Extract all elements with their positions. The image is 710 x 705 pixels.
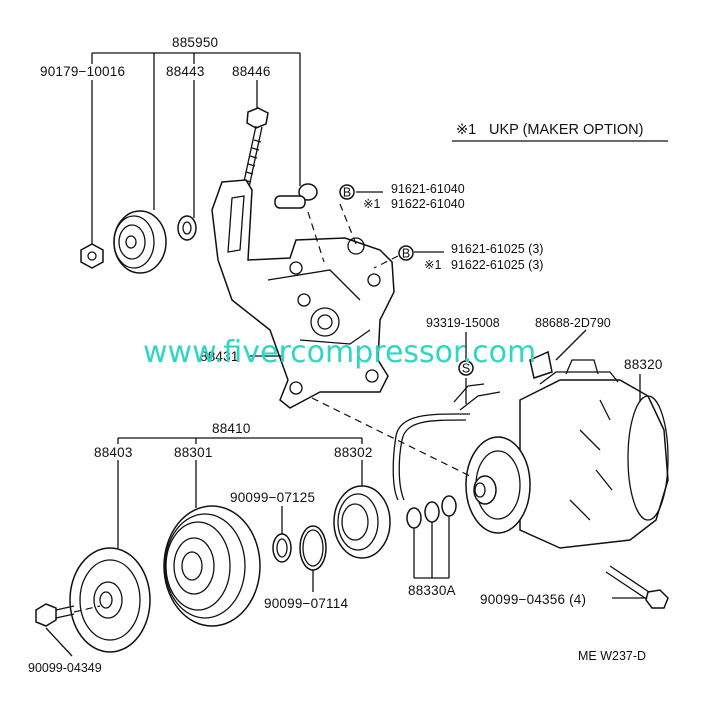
sensor-mark-s: S xyxy=(458,360,474,376)
bolt-mark-b1: B xyxy=(339,184,355,200)
svg-text:B: B xyxy=(343,186,351,200)
label-88320: 88320 xyxy=(624,357,663,372)
snap-ring-07125 xyxy=(272,533,292,563)
label-90179-10016: 90179−10016 xyxy=(40,64,125,79)
stator-88302 xyxy=(333,485,391,559)
pulley-88301 xyxy=(163,505,261,627)
maker-option-note: UKP (MAKER OPTION) xyxy=(489,122,643,138)
watermark-text: www.fivercompressor.com xyxy=(143,335,536,370)
svg-text:S: S xyxy=(462,362,470,376)
label-91621-61040: 91621-61040 xyxy=(391,182,465,196)
label-88302: 88302 xyxy=(334,445,373,460)
label-90099-04349: 90099-04349 xyxy=(28,661,102,675)
label-93319-15008: 93319-15008 xyxy=(426,316,500,330)
label-88330A: 88330A xyxy=(408,583,456,598)
bolt-mark-b2: B xyxy=(398,245,414,261)
clutch-wire xyxy=(392,383,501,501)
drawing-code: ME W237-D xyxy=(578,649,646,663)
star-marker-2: ※1 xyxy=(424,258,441,272)
label-88301: 88301 xyxy=(174,445,213,460)
bolt-04356 xyxy=(605,565,669,609)
label-88688-2D790: 88688-2D790 xyxy=(535,316,611,330)
label-88410: 88410 xyxy=(212,421,251,436)
star-marker-1: ※1 xyxy=(363,197,380,211)
clutch-plate-88403 xyxy=(69,547,151,653)
collar-88443 xyxy=(177,215,197,241)
leader-lines xyxy=(45,191,646,657)
dashed-assembly-lines xyxy=(73,203,471,613)
nut-90179 xyxy=(80,243,104,269)
label-88403: 88403 xyxy=(94,445,133,460)
label-91622-61040: 91622-61040 xyxy=(391,197,465,211)
maker-option-marker: ※1 xyxy=(456,122,476,138)
snap-ring-07114 xyxy=(299,525,327,571)
bolt-04349 xyxy=(35,603,75,627)
bracket-88431 xyxy=(211,179,395,409)
compressor-88320 xyxy=(465,359,669,549)
shims-88330A xyxy=(406,495,457,529)
label-88443: 88443 xyxy=(166,64,205,79)
label-88431: 88431 xyxy=(200,349,239,364)
svg-text:B: B xyxy=(402,247,410,261)
label-91622-61025: 91622-61025 (3) xyxy=(451,258,543,272)
group-885950-bracket xyxy=(91,52,301,248)
label-91621-61025: 91621-61025 (3) xyxy=(451,242,543,256)
label-885950: 885950 xyxy=(172,35,218,50)
label-90099-07125: 90099−07125 xyxy=(230,490,315,505)
idler-pulley xyxy=(113,210,167,274)
label-90099-04356: 90099−04356 (4) xyxy=(480,592,586,607)
label-90099-07114: 90099−07114 xyxy=(264,596,348,611)
connector-88688 xyxy=(529,350,553,379)
stud-bolt xyxy=(274,183,318,209)
label-88446: 88446 xyxy=(232,64,271,79)
